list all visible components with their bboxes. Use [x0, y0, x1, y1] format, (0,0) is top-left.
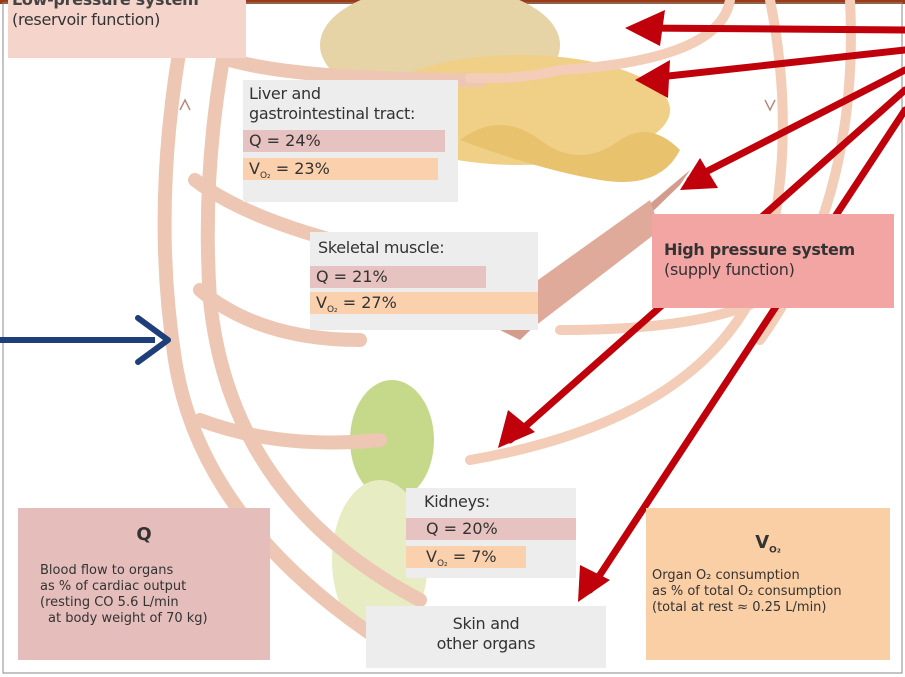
- skin-label-line2: other organs: [366, 634, 606, 654]
- liver-vo2-value: = 23%: [276, 159, 330, 178]
- legend-vo2-text: Organ O₂ consumption as % of total O₂ co…: [652, 568, 890, 616]
- skin-label-line1: Skin and: [366, 614, 606, 634]
- legend-vo2-box: VO₂ Organ O₂ consumption as % of total O…: [646, 508, 890, 660]
- muscle-label: Skeletal muscle:: [318, 238, 538, 258]
- kidneys-vo2-row: VO₂ = 7%: [406, 546, 526, 568]
- liver-label-line2: gastrointestinal tract:: [249, 104, 458, 124]
- high-pressure-subtitle: (supply function): [664, 260, 894, 280]
- low-pressure-box: Low-pressure system (reservoir function): [8, 0, 246, 58]
- liver-label-line1: Liver and: [249, 84, 458, 104]
- kidneys-vo2-value: = 7%: [453, 547, 497, 566]
- kidneys-q-value: Q = 20%: [406, 518, 576, 540]
- liver-info-box: Liver and gastrointestinal tract: Q = 24…: [243, 80, 458, 202]
- muscle-vo2-sub: O₂: [327, 305, 338, 315]
- legend-vo2-line2: as % of total O₂ consumption: [652, 584, 890, 600]
- liver-q-value: Q = 24%: [243, 130, 445, 152]
- liver-vo2-row: VO₂ = 23%: [243, 158, 438, 180]
- kidneys-info-box: Kidneys: Q = 20% VO₂ = 7%: [406, 488, 576, 578]
- muscle-q-value: Q = 21%: [310, 266, 486, 288]
- muscle-vo2-row: VO₂ = 27%: [310, 292, 538, 314]
- flow-arrow-down: [765, 100, 775, 110]
- high-pressure-title: High pressure system: [664, 240, 894, 260]
- legend-q-line1: Blood flow to organs: [40, 563, 270, 579]
- legend-q-symbol: Q: [18, 524, 270, 545]
- kidneys-vo2-symbol: V: [426, 547, 437, 566]
- liver-vo2-sub: O₂: [260, 171, 271, 181]
- flow-arrow-up: [180, 100, 190, 110]
- legend-vo2-symbol-row: VO₂: [646, 532, 890, 556]
- legend-vo2-line1: Organ O₂ consumption: [652, 568, 890, 584]
- legend-vo2-symbol-sub: O₂: [769, 546, 781, 556]
- legend-vo2-line3: (total at rest ≈ 0.25 L/min): [652, 600, 890, 616]
- legend-q-box: Q Blood flow to organs as % of cardiac o…: [18, 508, 270, 660]
- legend-q-line3: (resting CO 5.6 L/min: [40, 595, 270, 611]
- liver-vo2-symbol: V: [249, 159, 260, 178]
- skin-info-box: Skin and other organs: [366, 606, 606, 668]
- kidneys-vo2-sub: O₂: [437, 559, 448, 569]
- muscle-vo2-symbol: V: [316, 293, 327, 312]
- low-pressure-subtitle: (reservoir function): [12, 10, 246, 30]
- low-pressure-title: Low-pressure system: [12, 0, 246, 10]
- muscle-info-box: Skeletal muscle: Q = 21% VO₂ = 27%: [310, 232, 538, 330]
- kidneys-label: Kidneys:: [424, 492, 576, 512]
- legend-vo2-symbol: V: [755, 532, 769, 553]
- legend-q-text: Blood flow to organs as % of cardiac out…: [40, 563, 270, 627]
- legend-q-line4: at body weight of 70 kg): [40, 611, 270, 627]
- legend-q-line2: as % of cardiac output: [40, 579, 270, 595]
- muscle-vo2-value: = 27%: [343, 293, 397, 312]
- high-pressure-box: High pressure system (supply function): [652, 214, 894, 308]
